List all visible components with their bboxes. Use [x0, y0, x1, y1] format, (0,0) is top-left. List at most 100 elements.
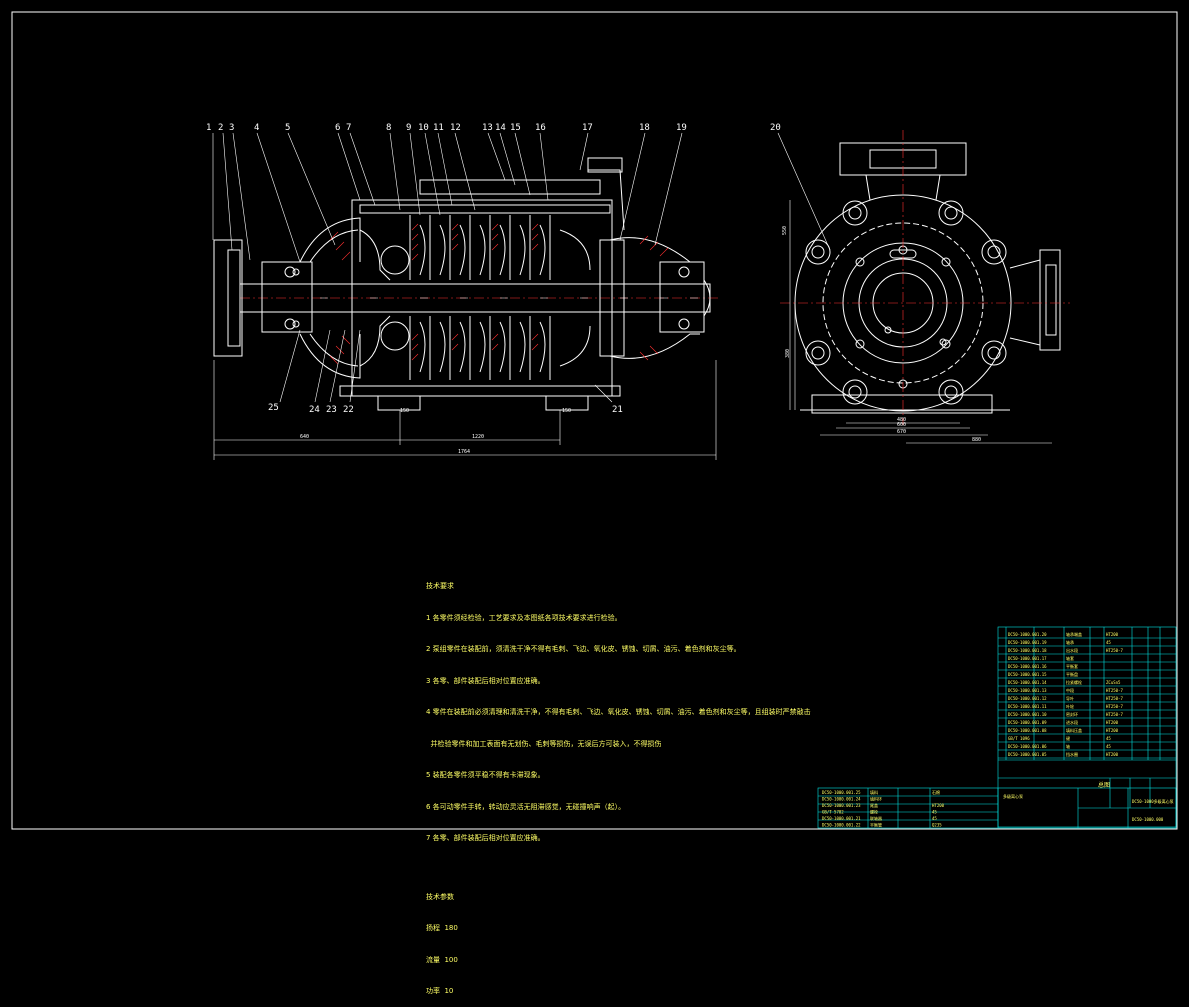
title-row-name: 平衡管: [870, 822, 882, 828]
balloon-8: 8: [386, 123, 391, 133]
notes-item-5: 5 装配各零件须平稳不得有卡滞现象。: [426, 771, 545, 779]
balloon-21: 21: [612, 405, 623, 415]
part-name: 进水段: [1066, 719, 1078, 725]
part-name: 密封环: [1066, 711, 1078, 717]
notes-heading-params: 技术参数: [426, 892, 454, 901]
title-row-name: 联轴器: [870, 815, 882, 821]
drawing-code: DC50-1000.000: [1132, 817, 1164, 822]
part-code: DC50-1000.001.06: [1008, 744, 1047, 749]
part-code: DC50-1000.001.14: [1008, 680, 1047, 685]
part-name: 轴: [1066, 743, 1070, 749]
title-row-material: 45: [932, 810, 937, 815]
sheet-border: [11, 11, 1178, 830]
part-code: DC50-1000.001.15: [1008, 672, 1047, 677]
part-name: 挡水圈: [1066, 751, 1078, 757]
front-dimensions: [213, 360, 717, 460]
part-material: 45: [1106, 640, 1111, 645]
part-name: 平衡盘: [1066, 671, 1078, 677]
part-material: HT250-7: [1106, 712, 1123, 717]
notes-item-4b: 并检验零件和加工表面有无划伤、毛刺等损伤，无误后方可装入，不得损伤: [426, 739, 662, 748]
dim-height-550: 550: [782, 226, 788, 235]
part-name: 导叶: [1066, 695, 1074, 701]
part-name: 出水段: [1066, 647, 1078, 653]
part-material: HT250-7: [1106, 696, 1123, 701]
balloon-11: 11: [433, 123, 444, 133]
part-material: 45: [1106, 744, 1111, 749]
part-code: GB/T 1096: [1008, 736, 1030, 741]
part-code: DC50-1000.001.17: [1008, 656, 1047, 661]
part-code: DC50-1000.001.05: [1008, 752, 1047, 757]
part-material: HT250-7: [1106, 704, 1123, 709]
balloon-12: 12: [450, 123, 461, 133]
dim-height-380: 380: [785, 349, 791, 358]
balloon-20: 20: [770, 123, 781, 133]
balloon-18: 18: [639, 123, 650, 133]
part-material: HT200: [1106, 632, 1119, 637]
title-row-material: 45: [932, 816, 937, 821]
part-code: DC50-1000.001.19: [1008, 640, 1047, 645]
param-head: 扬程 180: [426, 924, 458, 932]
dim-length-640: 640: [300, 434, 309, 440]
part-code: DC50-1000.001.09: [1008, 720, 1047, 725]
dim-overall-length: 1764: [458, 449, 470, 455]
side-dimensions: [789, 200, 1052, 444]
balloon-14: 14: [495, 123, 506, 133]
title-row-name: 尾盖: [870, 802, 878, 808]
part-code: DC50-1000.001.08: [1008, 728, 1047, 733]
notes-item-2: 2 泵组零件在装配前，须清洗干净不得有毛刺、飞边、氧化皮、锈蚀、切屑、油污、着色…: [426, 645, 741, 653]
title-row-name: 螺栓: [870, 809, 878, 815]
side-view: [794, 142, 1061, 414]
title-row-material: 石棉: [932, 789, 940, 795]
balloon-24: 24: [309, 405, 320, 415]
balloon-5: 5: [285, 123, 290, 133]
balloon-22: 22: [343, 405, 354, 415]
balloon-10: 10: [418, 123, 429, 133]
part-code: DC50-1000.001.10: [1008, 712, 1047, 717]
balloon-9: 9: [406, 123, 411, 133]
part-name: 键: [1066, 735, 1070, 741]
title-row-name: 填料环: [870, 796, 882, 802]
part-name: 填料压盖: [1066, 727, 1082, 733]
parts-list-table: [817, 626, 1177, 829]
balloon-1: 1: [206, 123, 211, 133]
dim-side-880: 880: [972, 437, 981, 443]
part-name: 轴承端盖: [1066, 631, 1082, 637]
part-code: DC50-1000.001.11: [1008, 704, 1047, 709]
part-name: 拉紧螺栓: [1066, 679, 1082, 685]
project-label: 多级离心泵: [1003, 793, 1023, 799]
part-material: ZCuSn5: [1106, 680, 1121, 685]
balloon-25: 25: [268, 403, 279, 413]
notes-item-1: 1 各零件须经检验，工艺要求及本图纸各项技术要求进行检验。: [426, 613, 622, 622]
dim-side-480: 480: [897, 417, 906, 423]
param-power: 功率 10: [426, 987, 454, 995]
balloon-labels: 1 2 3 4 5 6 7 8 9 10 11 12 13 14 15 16 1…: [206, 123, 781, 415]
balloon-4: 4: [254, 123, 259, 133]
part-material: HT200: [1106, 752, 1119, 757]
part-material: HT200: [1106, 728, 1119, 733]
part-material: HT200: [1106, 720, 1119, 725]
part-code: DC50-1000.001.18: [1008, 648, 1047, 653]
side-centerlines: [780, 130, 1070, 425]
balloon-23: 23: [326, 405, 337, 415]
title-label: 总图: [1098, 781, 1110, 789]
title-row-code: GB/T 5782: [822, 810, 844, 815]
title-row-code: DC50-1000.001.24: [822, 797, 861, 802]
drawing-name: DC50-1000多级离心泵: [1132, 798, 1174, 804]
dim-length-1220: 1220: [472, 434, 484, 440]
part-name: 平衡套: [1066, 663, 1078, 669]
notes-item-3: 3 各零、部件装配后相对位置应准确。: [426, 676, 545, 685]
notes-item-7: 7 各零、部件装配后相对位置应准确。: [426, 834, 545, 842]
dim-side-600: 600: [897, 422, 906, 428]
balloon-15: 15: [510, 123, 521, 133]
part-code: DC50-1000.001.13: [1008, 688, 1047, 693]
dim-side-670: 670: [897, 429, 906, 435]
title-row-name: 填料: [870, 789, 878, 795]
balloon-17: 17: [582, 123, 593, 133]
tie-rod: [359, 204, 611, 214]
parts-list-row-lines: [998, 637, 1176, 759]
leader-lines: [212, 132, 831, 403]
part-name: 中段: [1066, 687, 1074, 693]
part-name: 轴套: [1066, 655, 1074, 661]
balloon-3: 3: [229, 123, 234, 133]
